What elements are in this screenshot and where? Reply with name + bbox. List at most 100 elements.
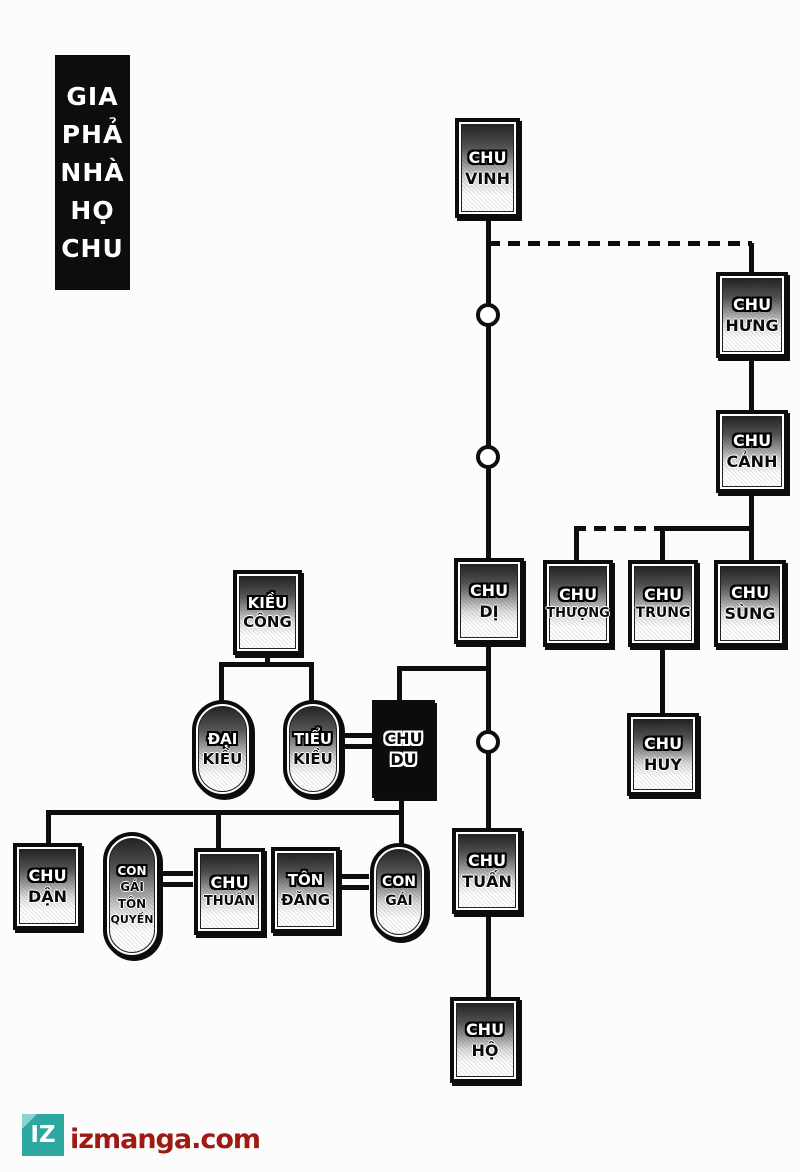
- node-label: CHU: [732, 431, 772, 451]
- node-label: SÙNG: [724, 604, 776, 623]
- node-fill: CHU HỘ: [456, 1003, 514, 1077]
- tree-node-ton-dang: TÔN ĐĂNG: [271, 847, 340, 933]
- node-fill: CHU HƯNG: [722, 278, 782, 352]
- connector-main-upper: [486, 216, 491, 558]
- node-fill: CHU DU: [378, 706, 429, 792]
- node-label: DẬN: [27, 887, 68, 906]
- connector-dashed-vinh-hung: [488, 241, 752, 246]
- title-line: CHU: [61, 234, 124, 263]
- node-label: GÁI: [120, 880, 144, 895]
- tree-node-chu-tuan: CHU TUẤN: [452, 828, 522, 914]
- title-line: GIA: [66, 82, 119, 111]
- node-label: KIỀU: [247, 593, 288, 612]
- node-label: CHU: [732, 294, 772, 314]
- tree-node-chu-ho: CHU HỘ: [450, 997, 520, 1083]
- title-line: HỌ: [70, 196, 115, 225]
- generation-circle-3: [476, 730, 500, 754]
- node-fill: CON GÁI TÔN QUYỀN: [109, 838, 155, 953]
- connector-thuong-stub: [574, 529, 579, 561]
- node-fill: CHU THƯỢNG: [546, 566, 610, 641]
- tree-node-chu-canh: CHU CẢNH: [716, 410, 788, 493]
- node-fill: CHU TUẤN: [458, 834, 516, 908]
- node-label: TÔN: [117, 896, 147, 911]
- connector-congai-stub: [399, 813, 404, 845]
- title-line: NHÀ: [60, 158, 125, 187]
- node-label: CHU: [643, 584, 683, 604]
- node-fill: TIỂU KIỀU: [289, 706, 337, 792]
- tree-node-chu-hung: CHU HƯNG: [716, 272, 788, 358]
- node-fill: CHU THUẨN: [200, 854, 259, 929]
- node-label: DỊ: [479, 601, 499, 621]
- node-label: CHU: [384, 728, 423, 748]
- connector-thuan-stub: [216, 813, 221, 850]
- node-label: TIỂU: [293, 730, 333, 748]
- node-label: CHU: [28, 866, 67, 886]
- node-label: VINH: [464, 168, 511, 188]
- connector-dashed-thuong: [574, 526, 664, 531]
- node-label: CHU: [730, 583, 770, 603]
- node-label: CHU: [467, 850, 507, 870]
- node-label: CON: [382, 874, 416, 891]
- tree-node-chu-thuong: CHU THƯỢNG: [543, 560, 613, 647]
- node-fill: CHU VINH: [461, 124, 514, 212]
- node-fill: CHU HUY: [633, 719, 693, 790]
- equals-bar: [341, 874, 369, 879]
- tree-node-con-gai: CON GÁI: [370, 843, 428, 941]
- connector-kieucong-stub: [265, 654, 270, 666]
- connector-tieukieu-stub: [309, 662, 314, 702]
- generation-circle-2: [476, 445, 500, 469]
- equals-bar: [163, 882, 193, 887]
- marriage-sign-tondang-congai: [341, 868, 369, 896]
- connector-branch-trung: [661, 526, 752, 531]
- node-label: DU: [390, 749, 417, 769]
- connector-du-children-stub: [399, 796, 404, 814]
- node-label: TUẤN: [462, 871, 512, 891]
- connector-hung-canh: [749, 357, 754, 411]
- title-line: PHẢ: [61, 120, 124, 149]
- connector-trung-huy: [660, 646, 665, 714]
- node-fill: CON GÁI: [376, 849, 422, 935]
- tree-node-chu-di: CHU DỊ: [454, 558, 524, 644]
- equals-bar: [341, 885, 369, 890]
- generation-circle-1: [476, 303, 500, 327]
- equals-bar: [163, 871, 193, 876]
- tree-node-chu-sung: CHU SÙNG: [714, 560, 786, 647]
- connector-main-lower: [486, 913, 491, 997]
- connector-trung-stub: [660, 529, 665, 562]
- node-label: TÔN: [287, 871, 324, 889]
- node-label: ĐĂNG: [280, 890, 331, 909]
- tree-node-con-gai-ton-quyen: CON GÁI TÔN QUYỀN: [103, 832, 161, 959]
- node-label: CON: [117, 864, 147, 879]
- tree-node-chu-thuan: CHU THUẨN: [194, 848, 265, 935]
- node-label: CHU: [465, 1019, 505, 1039]
- node-label: CÔNG: [243, 613, 292, 631]
- node-label: CẢNH: [726, 452, 778, 471]
- tree-node-chu-huy: CHU HUY: [627, 713, 699, 796]
- marriage-sign-tieukieu-chudu: [344, 727, 372, 755]
- chart-title-box: GIA PHẢ NHÀ HỌ CHU: [55, 55, 130, 290]
- node-fill: CHU DẬN: [19, 849, 76, 924]
- node-label: CHU: [558, 585, 598, 605]
- node-fill: CHU SÙNG: [720, 566, 780, 641]
- connector-daikieu-stub: [219, 662, 224, 702]
- tree-node-chu-trung: CHU TRUNG: [628, 560, 698, 647]
- logo-text: IZ: [30, 1122, 56, 1148]
- node-fill: KIỀU CÔNG: [239, 576, 296, 649]
- node-label: HỘ: [471, 1040, 499, 1060]
- node-label: HUY: [644, 755, 682, 774]
- equals-bar: [344, 733, 372, 738]
- node-label: KIỀU: [293, 749, 333, 768]
- tree-node-chu-dan: CHU DẬN: [13, 843, 82, 930]
- node-label: CHU: [469, 580, 509, 600]
- connector-hung-stub: [749, 243, 754, 273]
- marriage-sign-congaitq-chuthuan: [163, 865, 193, 893]
- izmanga-logo: IZ: [22, 1114, 64, 1156]
- node-fill: TÔN ĐĂNG: [277, 853, 334, 927]
- node-label: CHU: [468, 147, 507, 167]
- node-label: THƯỢNG: [546, 605, 610, 621]
- connector-di-du-branch: [397, 666, 488, 671]
- site-url-text: izmanga.com: [70, 1124, 261, 1155]
- connector-dan-stub: [46, 813, 51, 845]
- tree-node-dai-kieu: ĐẠI KIỀU: [192, 700, 253, 798]
